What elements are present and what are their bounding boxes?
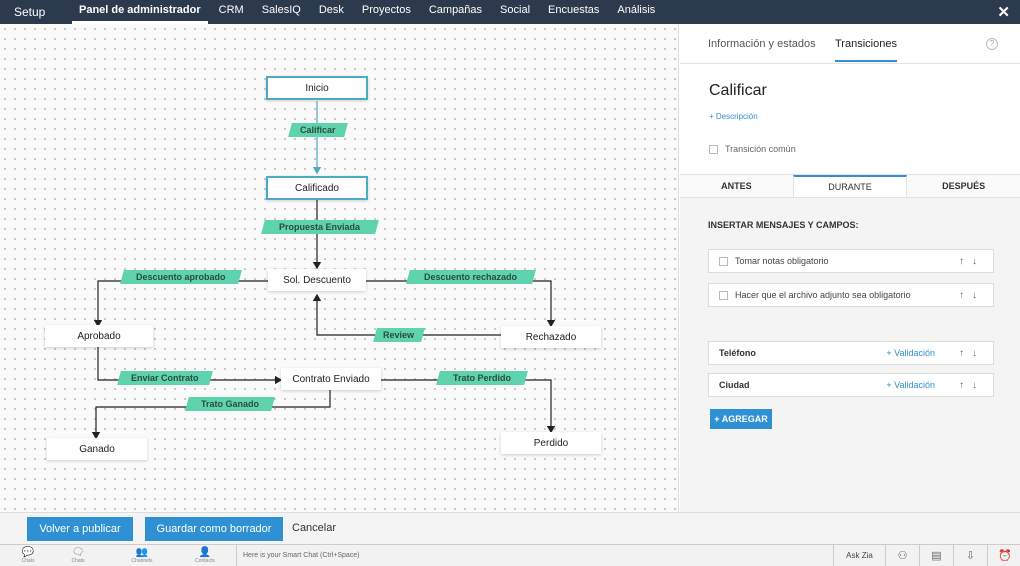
field-row-label: Ciudad	[719, 380, 750, 390]
state-perdido[interactable]: Perdido	[501, 432, 601, 454]
transition-descuento-rechazado[interactable]: Descuento rechazado	[406, 270, 536, 284]
field-row-label: Teléfono	[719, 348, 756, 358]
chats-button-2[interactable]: 🗨 Chats	[60, 547, 96, 564]
tab-informacion-estados[interactable]: Información y estados	[708, 38, 816, 50]
nav-item-analisis[interactable]: Análisis	[617, 4, 656, 16]
add-validation-link[interactable]: + Validación	[886, 380, 935, 390]
transition-review-label: Review	[383, 330, 415, 340]
chats-label: Chats	[71, 558, 85, 564]
state-aprobado[interactable]: Aprobado	[45, 325, 153, 347]
transition-propuesta-enviada-label: Propuesta Enviada	[279, 222, 361, 232]
person-icon: 👤	[198, 547, 212, 558]
field-row-label: Tomar notas obligatorio	[735, 256, 829, 266]
state-inicio[interactable]: Inicio	[266, 76, 368, 100]
setup-title: Setup	[14, 5, 46, 19]
reorder-arrows-icon[interactable]: ↑↓	[959, 289, 985, 301]
transition-trato-perdido[interactable]: Trato Perdido	[436, 371, 528, 385]
field-row-adjunto: Hacer que el archivo adjunto sea obligat…	[708, 283, 994, 307]
transition-panel: Información y estados Transiciones ? Cal…	[680, 24, 1020, 512]
transition-propuesta-enviada[interactable]: Propuesta Enviada	[261, 220, 379, 234]
nav-item-encuestas[interactable]: Encuestas	[548, 4, 600, 16]
nav-item-campanas[interactable]: Campañas	[428, 4, 483, 16]
transition-enviar-contrato[interactable]: Enviar Contrato	[117, 371, 213, 385]
close-icon[interactable]: ✕	[997, 4, 1010, 21]
field-row-ciudad: Ciudad + Validación ↑↓	[708, 373, 994, 397]
transition-review[interactable]: Review	[373, 328, 425, 342]
add-button[interactable]: + AGREGAR	[710, 409, 772, 429]
tab-durante[interactable]: DURANTE	[792, 175, 908, 197]
transition-enviar-contrato-label: Enviar Contrato	[131, 373, 199, 383]
transition-calificar-label: Calificar	[300, 125, 336, 135]
state-sol-descuento[interactable]: Sol. Descuento	[268, 269, 366, 291]
nav-item-panel-administrador[interactable]: Panel de administrador	[72, 0, 208, 24]
top-nav: Panel de administrador CRM SalesIQ Desk …	[72, 0, 666, 24]
nav-item-salesiq[interactable]: SalesIQ	[261, 4, 301, 16]
common-transition-checkbox[interactable]	[709, 144, 718, 154]
ask-zia-button[interactable]: Ask Zia	[834, 545, 886, 566]
download-icon[interactable]: ⇩	[954, 545, 988, 566]
reorder-arrows-icon[interactable]: ↑↓	[959, 347, 985, 359]
help-icon[interactable]: ?	[986, 38, 998, 50]
edge-trato-perdido	[381, 379, 556, 434]
people-icon: 👥	[135, 547, 149, 558]
state-contrato-enviado[interactable]: Contrato Enviado	[281, 368, 381, 390]
tab-antes[interactable]: ANTES	[721, 181, 752, 191]
state-rechazado[interactable]: Rechazado	[501, 326, 601, 348]
notes-icon[interactable]: ▤	[920, 545, 954, 566]
nav-item-crm[interactable]: CRM	[218, 4, 244, 16]
attachment-required-checkbox[interactable]	[719, 290, 728, 300]
common-transition-label: Transición común	[725, 144, 796, 154]
transition-descuento-aprobado-label: Descuento aprobado	[136, 272, 226, 282]
chat-bubble-icon: 🗨	[71, 547, 85, 558]
transition-trato-perdido-label: Trato Perdido	[452, 373, 511, 383]
state-ganado[interactable]: Ganado	[47, 438, 147, 460]
transition-trato-ganado[interactable]: Trato Ganado	[185, 397, 275, 411]
channels-label: Channels	[131, 558, 153, 564]
blueprint-canvas[interactable]: Inicio Calificado Sol. Descuento Aprobad…	[0, 24, 679, 512]
reorder-arrows-icon[interactable]: ↑↓	[959, 255, 985, 267]
chat-bubble-icon: 💬	[21, 547, 35, 558]
panel-tabs: Información y estados Transiciones ?	[680, 24, 1020, 64]
transition-calificar[interactable]: Calificar	[288, 123, 348, 137]
nav-item-proyectos[interactable]: Proyectos	[361, 4, 411, 16]
chats-button[interactable]: 💬 Chats	[10, 547, 46, 564]
bottom-bar: 💬 Chats 🗨 Chats 👥 Channels 👤 Contacts He…	[0, 544, 1020, 566]
transition-trato-ganado-label: Trato Ganado	[200, 399, 259, 409]
footer-actions: Volver a publicar Guardar como borrador …	[0, 512, 1020, 544]
smart-chat-input[interactable]: Here is your Smart Chat (Ctrl+Space)	[236, 545, 834, 566]
contacts-label: Contacts	[195, 558, 215, 564]
notes-required-checkbox[interactable]	[719, 256, 728, 266]
transition-descuento-rechazado-label: Descuento rechazado	[424, 272, 518, 282]
edge-descuento-aprobado	[93, 280, 268, 328]
edge-descuento-rechazado	[366, 280, 556, 328]
add-description-link[interactable]: + Descripción	[709, 112, 758, 121]
tab-transiciones[interactable]: Transiciones	[835, 38, 897, 62]
field-row-notas: Tomar notas obligatorio ↑↓	[708, 249, 994, 273]
cancel-button[interactable]: Cancelar	[292, 522, 337, 534]
add-validation-link[interactable]: + Validación	[886, 348, 935, 358]
republish-button[interactable]: Volver a publicar	[27, 517, 133, 541]
contacts-button[interactable]: 👤 Contacts	[187, 547, 223, 564]
save-draft-button[interactable]: Guardar como borrador	[145, 517, 283, 541]
nav-item-desk[interactable]: Desk	[318, 4, 344, 16]
top-bar: Setup Panel de administrador CRM SalesIQ…	[0, 0, 1020, 24]
field-row-telefono: Teléfono + Validación ↑↓	[708, 341, 994, 365]
during-section: INSERTAR MENSAJES Y CAMPOS: Tomar notas …	[680, 198, 1020, 512]
common-transition-option[interactable]: Transición común	[709, 144, 796, 154]
edge-enviar-contrato	[97, 347, 283, 385]
state-calificado[interactable]: Calificado	[266, 176, 368, 200]
channels-button[interactable]: 👥 Channels	[124, 547, 160, 564]
edge-review	[312, 293, 501, 336]
field-row-label: Hacer que el archivo adjunto sea obligat…	[735, 290, 911, 300]
section-title: INSERTAR MENSAJES Y CAMPOS:	[708, 220, 859, 230]
chats-label: Chats	[21, 558, 35, 564]
transition-title: Calificar	[709, 82, 767, 99]
tab-despues[interactable]: DESPUÉS	[942, 181, 986, 191]
stage-tabs: ANTES DURANTE DESPUÉS	[680, 174, 1020, 198]
transition-descuento-aprobado[interactable]: Descuento aprobado	[120, 270, 242, 284]
reorder-arrows-icon[interactable]: ↑↓	[959, 379, 985, 391]
nav-item-social[interactable]: Social	[500, 4, 531, 16]
zia-icon[interactable]: ⚇	[886, 545, 920, 566]
alarm-clock-icon[interactable]: ⏰	[998, 550, 1012, 562]
